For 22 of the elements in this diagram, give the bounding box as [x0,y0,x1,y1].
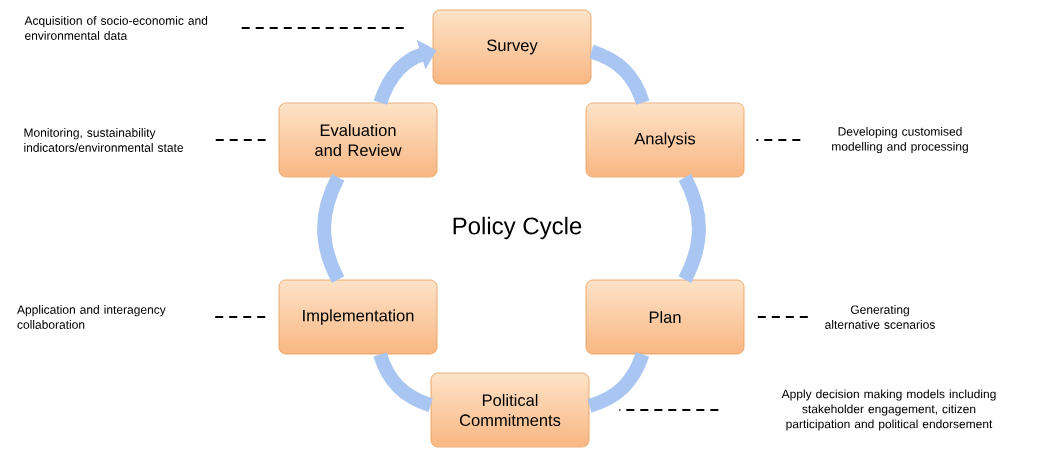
description-text: Developing customised modelling and processing [832,126,968,154]
description-text: Application and interagency collaboration [17,305,166,329]
leader-line [214,139,267,141]
description-text: Monitoring, sustainability indicators/environmental state [24,128,183,152]
cycle-band [678,174,706,283]
leader-line [755,139,802,141]
leader-line [240,27,407,29]
leader-line [618,409,720,411]
process-box: Analysis [585,102,745,178]
process-box: Survey [432,9,592,85]
process-box: Evaluation and Review [278,102,438,178]
description-text: Apply decision making models including stakeholder engagement, citizen participation and political endorsement [781,389,996,431]
process-box: Political Commitments [430,372,590,448]
cycle-band [589,44,650,105]
cycle-band [373,352,433,412]
description-text: Generating alternative scenarios [825,305,935,329]
description-text: Acquisition of socio-economic and environmental data [24,16,208,40]
cycle-band [317,174,345,283]
process-box: Implementation [278,279,438,355]
process-box: Plan [585,279,745,355]
title-text: Policy Cycle [453,216,582,240]
leader-line [755,316,809,318]
